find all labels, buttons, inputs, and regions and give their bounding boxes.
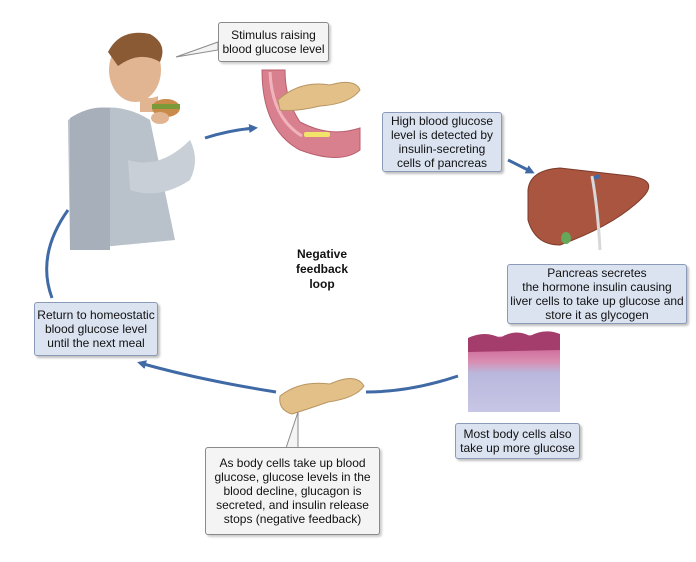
arrow-tissue-to-pancreas <box>365 374 459 394</box>
stimulus-callout-pointer <box>175 41 219 58</box>
negative-feedback-loop-label: Negative feedback loop <box>295 247 349 291</box>
pancreas-duodenum-illustration <box>261 69 361 158</box>
stimulus-callout: Stimulus raising blood glucose level <box>218 22 329 62</box>
arrow-detected-to-liver <box>507 158 535 174</box>
arrow-pancreas-to-homeostatic <box>137 360 277 394</box>
pancreas-illustration <box>279 378 365 415</box>
insulin-callout: Pancreas secretes the hormone insulin ca… <box>507 264 687 324</box>
person-eating-illustration <box>68 32 195 250</box>
feedback-loop-arrows <box>45 123 535 394</box>
arrow-homeostatic-to-person <box>45 209 70 299</box>
homeostatic-callout: Return to homeostatic blood glucose leve… <box>34 302 158 356</box>
body-tissue-illustration <box>468 331 560 412</box>
body-cells-callout: Most body cells also take up more glucos… <box>455 423 580 459</box>
glucagon-callout-pointer <box>285 411 299 449</box>
liver-illustration <box>527 167 650 251</box>
arrow-person-to-pancreas <box>204 123 258 140</box>
glucagon-callout: As body cells take up blood glucose, glu… <box>205 447 380 535</box>
detected-callout: High blood glucose level is detected by … <box>382 112 502 172</box>
